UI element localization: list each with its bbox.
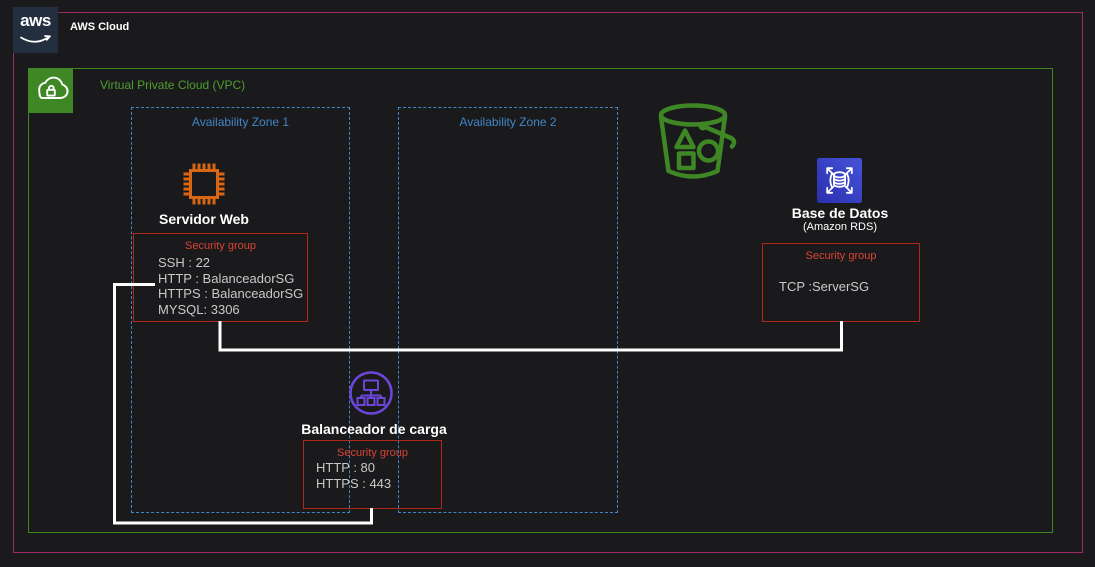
security-group-rules: HTTP : 80 HTTPS : 443 <box>316 460 391 491</box>
web-server-label: Servidor Web <box>159 211 249 227</box>
availability-zone-2-label: Availability Zone 2 <box>459 115 557 129</box>
aws-cloud-label: AWS Cloud <box>70 21 130 33</box>
security-group-title: Security group <box>805 250 877 262</box>
security-group-title: Security group <box>337 447 408 459</box>
security-group-title: Security group <box>185 240 256 252</box>
vpc-container <box>28 68 1053 533</box>
sg-rule: HTTP : BalanceadorSG <box>158 270 295 286</box>
sg-rule: MYSQL: 3306 <box>158 301 240 317</box>
sg-rule: HTTPS : 443 <box>316 475 392 491</box>
security-group-database: Security group TCP :ServerSG <box>762 243 920 322</box>
aws-logo: aws <box>13 7 58 53</box>
vpc-icon <box>28 68 73 113</box>
availability-zone-1-label: Availability Zone 1 <box>191 115 290 129</box>
database-label: Base de Datos <box>791 205 889 221</box>
sg-rule: HTTP : 80 <box>316 460 376 475</box>
vpc-label: Virtual Private Cloud (VPC) <box>100 78 246 92</box>
availability-zone-2: Availability Zone 2 <box>398 107 618 513</box>
load-balancer-icon <box>348 370 394 416</box>
rds-database-icon <box>817 158 862 203</box>
security-group-rules: SSH : 22 HTTP : BalanceadorSG HTTPS : Ba… <box>158 255 303 317</box>
load-balancer-label: Balanceador de carga <box>301 421 447 437</box>
ec2-instance-icon <box>182 162 226 206</box>
security-group-rules: TCP :ServerSG <box>779 279 869 295</box>
sg-rule: TCP :ServerSG <box>779 279 870 294</box>
security-group-web-server: Security group SSH : 22 HTTP : Balancead… <box>133 233 308 322</box>
aws-cloud-container <box>13 12 1083 553</box>
database-sublabel: (Amazon RDS) <box>803 221 877 233</box>
sg-rule: SSH : 22 <box>158 255 211 270</box>
s3-bucket-icon <box>648 96 744 192</box>
security-group-load-balancer: Security group HTTP : 80 HTTPS : 443 <box>303 440 442 509</box>
aws-logo-text: aws <box>20 11 51 30</box>
aws-smile-icon <box>20 35 51 43</box>
sg-rule: HTTPS : BalanceadorSG <box>158 286 304 301</box>
